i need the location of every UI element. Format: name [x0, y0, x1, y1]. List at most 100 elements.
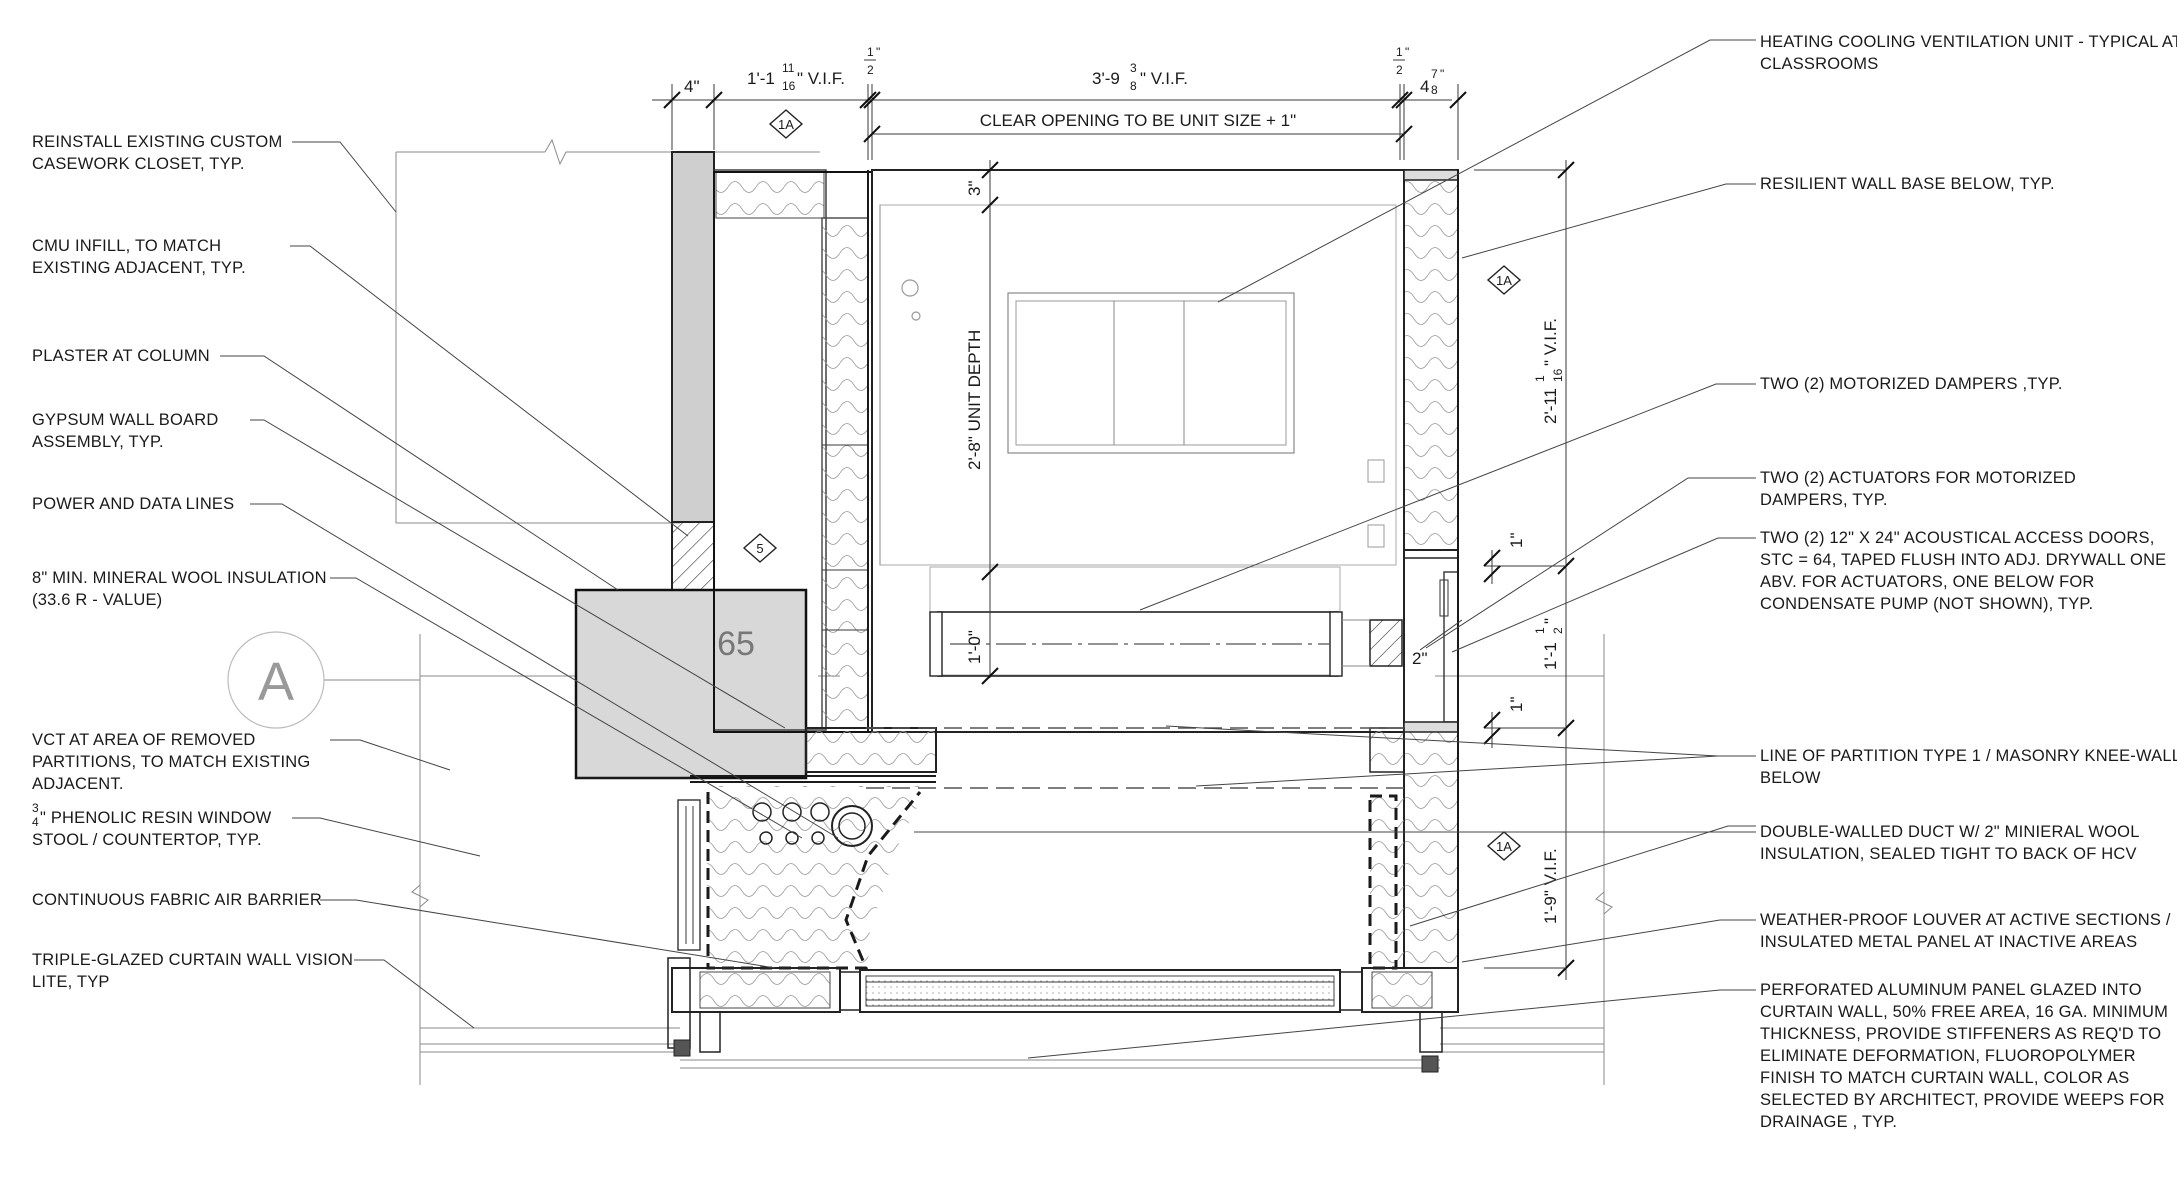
dim-3in: 3" — [965, 181, 984, 197]
svg-text:2: 2 — [867, 63, 874, 77]
dim-2in: 2" — [1412, 649, 1428, 668]
svg-text:FINISH TO MATCH CURTAIN WALL,: FINISH TO MATCH CURTAIN WALL, COLOR AS — [1760, 1069, 2129, 1087]
dim-1-0: 1'-0" — [965, 630, 984, 664]
dimension-lines — [652, 84, 1575, 980]
context-lines — [312, 138, 1613, 1085]
dim-1-1-1-2: 1'-1 1 2 " — [1533, 618, 1565, 670]
svg-text:PARTITIONS, TO MATCH EXISTING: PARTITIONS, TO MATCH EXISTING — [32, 753, 310, 771]
svg-text:CONDENSATE PUMP (NOT SHOWN), T: CONDENSATE PUMP (NOT SHOWN), TYP. — [1760, 595, 2093, 613]
svg-text:1: 1 — [1533, 375, 1547, 382]
hcv-unit — [871, 169, 1405, 733]
svg-text:1A: 1A — [1496, 273, 1512, 288]
note-fabric: CONTINUOUS FABRIC AIR BARRIER — [32, 891, 322, 909]
note-power: POWER AND DATA LINES — [32, 495, 234, 513]
svg-text:16: 16 — [782, 79, 796, 93]
svg-text:1'-1: 1'-1 — [1541, 642, 1560, 670]
svg-text:": " — [1541, 618, 1560, 624]
note-partition: LINE OF PARTITION TYPE 1 / MASONRY KNEE-… — [1760, 747, 2177, 787]
svg-text:CURTAIN WALL, 50% FREE AREA, 1: CURTAIN WALL, 50% FREE AREA, 16 GA. MINI… — [1760, 1003, 2168, 1021]
svg-text:4: 4 — [1420, 77, 1429, 96]
svg-text:8" MIN. MINERAL WOOL INSULATIO: 8" MIN. MINERAL WOOL INSULATION — [32, 569, 327, 587]
svg-text:SELECTED BY ARCHITECT, PROVIDE: SELECTED BY ARCHITECT, PROVIDE WEEPS FOR — [1760, 1091, 2165, 1109]
svg-text:2: 2 — [1551, 627, 1565, 634]
svg-text:DAMPERS, TYP.: DAMPERS, TYP. — [1760, 491, 1888, 509]
svg-text:" V.I.F.: " V.I.F. — [797, 69, 845, 88]
svg-text:DRAINAGE , TYP.: DRAINAGE , TYP. — [1760, 1113, 1897, 1131]
svg-text:REINSTALL EXISTING CUSTOM: REINSTALL EXISTING CUSTOM — [32, 133, 282, 151]
svg-text:DOUBLE-WALLED DUCT W/ 2" MINIE: DOUBLE-WALLED DUCT W/ 2" MINIERAL WOOL — [1760, 823, 2140, 841]
dim-2-11-1-16: 2'-11 1 16 " V.I.F. — [1533, 318, 1565, 424]
notes-left: REINSTALL EXISTING CUSTOM CASEWORK CLOSE… — [32, 133, 353, 991]
note-dampers: TWO (2) MOTORIZED DAMPERS ,TYP. — [1760, 375, 2063, 393]
svg-text:WEATHER-PROOF LOUVER AT ACTIVE: WEATHER-PROOF LOUVER AT ACTIVE SECTIONS … — [1760, 911, 2171, 929]
svg-text:" V.I.F.: " V.I.F. — [1140, 69, 1188, 88]
dim-half-right: 1 2 " — [1393, 45, 1409, 77]
tag-5: 5 — [742, 533, 778, 563]
svg-text:1'-1: 1'-1 — [747, 69, 775, 88]
svg-text:PLASTER AT COLUMN: PLASTER AT COLUMN — [32, 347, 210, 365]
svg-text:TWO (2) ACTUATORS FOR MOTORIZE: TWO (2) ACTUATORS FOR MOTORIZED — [1760, 469, 2076, 487]
svg-text:8: 8 — [1130, 79, 1137, 93]
svg-text:HEATING COOLING VENTILATION UN: HEATING COOLING VENTILATION UNIT - TYPIC… — [1760, 33, 2177, 51]
dim-half-left: 1 2 " — [864, 45, 880, 77]
tag-1a-bottom: 1A — [1486, 831, 1522, 861]
dim-4-7-8: 4 7 8 " — [1420, 67, 1444, 97]
note-access-doors: TWO (2) 12" X 24" ACOUSTICAL ACCESS DOOR… — [1760, 529, 2166, 613]
svg-text:ADJACENT.: ADJACENT. — [32, 775, 124, 793]
svg-text:3: 3 — [32, 801, 39, 815]
notes-right: HEATING COOLING VENTILATION UNIT - TYPIC… — [1760, 33, 2177, 1131]
svg-text:EXISTING ADJACENT, TYP.: EXISTING ADJACENT, TYP. — [32, 259, 246, 277]
dim-1in-upper: 1" — [1507, 533, 1526, 549]
svg-text:2: 2 — [1396, 63, 1403, 77]
svg-text:CLASSROOMS: CLASSROOMS — [1760, 55, 1878, 73]
svg-text:5: 5 — [756, 541, 763, 556]
svg-text:INSULATION, SEALED TIGHT TO BA: INSULATION, SEALED TIGHT TO BACK OF HCV — [1760, 845, 2137, 863]
dim-1-9: 1'-9" V.I.F. — [1541, 848, 1560, 924]
svg-text:RESILIENT WALL BASE BELOW, TYP: RESILIENT WALL BASE BELOW, TYP. — [1760, 175, 2055, 193]
note-mineral: 8" MIN. MINERAL WOOL INSULATION (33.6 R … — [32, 569, 327, 609]
svg-text:TRIPLE-GLAZED CURTAIN WALL VIS: TRIPLE-GLAZED CURTAIN WALL VISION — [32, 951, 353, 969]
dimension-labels: 4" 1'-1 11 16 " V.I.F. 1 2 " 3'-9 3 8 " … — [684, 45, 1565, 924]
note-glazed: TRIPLE-GLAZED CURTAIN WALL VISION LITE, … — [32, 951, 353, 991]
svg-text:CMU INFILL, TO MATCH: CMU INFILL, TO MATCH — [32, 237, 221, 255]
svg-text:1: 1 — [1533, 627, 1547, 634]
note-actuators: TWO (2) ACTUATORS FOR MOTORIZED DAMPERS,… — [1760, 469, 2076, 509]
note-stool: 3 4 " PHENOLIC RESIN WINDOW STOOL / COUN… — [32, 801, 271, 849]
svg-text:INSULATED METAL PANEL AT INACT: INSULATED METAL PANEL AT INACTIVE AREAS — [1760, 933, 2137, 951]
svg-text:THICKNESS, PROVIDE STIFFENERS: THICKNESS, PROVIDE STIFFENERS AS REQ'D T… — [1760, 1025, 2161, 1043]
leader-lines — [220, 39, 1756, 1059]
svg-text:ABV. FOR ACTUATORS, ONE BELOW: ABV. FOR ACTUATORS, ONE BELOW FOR — [1760, 573, 2095, 591]
svg-text:": " — [1440, 67, 1444, 81]
note-casework: REINSTALL EXISTING CUSTOM CASEWORK CLOSE… — [32, 133, 282, 173]
note-vct: VCT AT AREA OF REMOVED PARTITIONS, TO MA… — [32, 731, 310, 793]
column-number: 65 — [717, 625, 755, 663]
dim-1in-lower: 1" — [1507, 697, 1526, 713]
svg-text:3'-9: 3'-9 — [1092, 69, 1120, 88]
svg-text:" V.I.F.: " V.I.F. — [1541, 318, 1560, 366]
svg-text:2'-11: 2'-11 — [1541, 388, 1560, 424]
tag-1a-right: 1A — [1486, 265, 1522, 295]
svg-text:LITE, TYP: LITE, TYP — [32, 973, 110, 991]
svg-text:11: 11 — [782, 61, 795, 75]
svg-text:STC = 64, TAPED FLUSH INTO ADJ: STC = 64, TAPED FLUSH INTO ADJ. DRYWALL … — [1760, 551, 2166, 569]
svg-text:": " — [1405, 45, 1409, 59]
svg-text:PERFORATED ALUMINUM PANEL GLAZ: PERFORATED ALUMINUM PANEL GLAZED INTO — [1760, 981, 2142, 999]
svg-text:BELOW: BELOW — [1760, 769, 1821, 787]
svg-text:ASSEMBLY, TYP.: ASSEMBLY, TYP. — [32, 433, 164, 451]
dim-clear-opening: CLEAR OPENING TO BE UNIT SIZE + 1" — [980, 111, 1296, 130]
svg-text:7: 7 — [1431, 67, 1438, 81]
svg-text:POWER AND DATA LINES: POWER AND DATA LINES — [32, 495, 234, 513]
svg-text:ELIMINATE DEFORMATION, FLUOROP: ELIMINATE DEFORMATION, FLUOROPOLYMER — [1760, 1047, 2136, 1065]
svg-text:VCT AT AREA OF REMOVED: VCT AT AREA OF REMOVED — [32, 731, 256, 749]
svg-text:CONTINUOUS FABRIC AIR BARRIER: CONTINUOUS FABRIC AIR BARRIER — [32, 891, 322, 909]
svg-text:TWO (2) MOTORIZED DAMPERS ,TYP: TWO (2) MOTORIZED DAMPERS ,TYP. — [1760, 375, 2063, 393]
svg-text:8: 8 — [1431, 83, 1438, 97]
svg-text:1: 1 — [867, 45, 874, 59]
svg-text:STOOL / COUNTERTOP, TYP.: STOOL / COUNTERTOP, TYP. — [32, 831, 262, 849]
svg-text:16: 16 — [1551, 368, 1565, 382]
note-base: RESILIENT WALL BASE BELOW, TYP. — [1760, 175, 2055, 193]
svg-text:": " — [876, 45, 880, 59]
svg-text:GYPSUM WALL BOARD: GYPSUM WALL BOARD — [32, 411, 218, 429]
note-gypsum: GYPSUM WALL BOARD ASSEMBLY, TYP. — [32, 411, 218, 451]
